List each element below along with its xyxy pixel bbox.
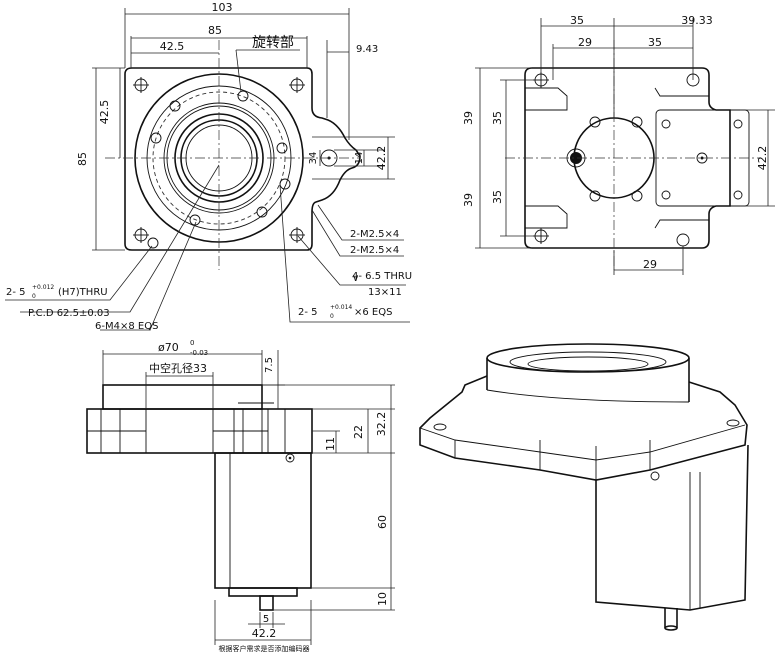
rotating-part-label: 旋转部: [252, 35, 294, 51]
callout-h7-suffix: (H7)THRU: [58, 287, 108, 298]
dim-7-5: 7.5: [264, 357, 275, 373]
dim-10: 10: [376, 592, 389, 606]
dim-22: 22: [352, 425, 365, 439]
callout-thru-b: 13×11: [368, 287, 402, 298]
callout-h7-sub: 0: [32, 293, 36, 300]
dia-sub: -0.03: [190, 349, 208, 357]
dim-39-lower: 39: [462, 193, 475, 207]
callout-fit-prefix: 2- 5: [298, 307, 318, 318]
depth-symbol: ∨: [352, 273, 359, 284]
dim-35-upper: 35: [491, 111, 504, 125]
dim-32-2: 32.2: [375, 412, 388, 437]
hollow-bore-label: 中空孔径33: [149, 361, 207, 375]
dim-103: 103: [212, 1, 233, 14]
callout-h7-sup: +0.012: [32, 284, 54, 291]
isometric-view: [419, 343, 749, 631]
dia-70: ø70: [158, 341, 179, 354]
dia-sup: 0: [190, 339, 194, 347]
dim-42-2-front: 42.2: [375, 146, 388, 171]
dim-14: 14: [354, 152, 365, 165]
dim-85-top: 85: [208, 24, 222, 37]
callout-pcd: P.C.D 62.5±0.03: [28, 308, 110, 319]
rear-view-labels: 35 39.33 29 35 39 35 39 35 42.2 29: [462, 14, 769, 271]
dim-42-2-rear: 42.2: [756, 146, 769, 171]
callout-m2-5-b: 2-M2.5×4: [350, 245, 399, 256]
dim-60: 60: [376, 515, 389, 529]
rear-view-dimensions: [475, 18, 775, 275]
dim-11: 11: [324, 437, 337, 451]
dim-34: 34: [308, 152, 319, 165]
callout-fit-sub: 0: [330, 313, 334, 320]
dim-29-rear-bottom: 29: [643, 258, 657, 271]
dim-85-left: 85: [76, 152, 89, 166]
dim-42-2-side: 42.2: [252, 627, 277, 640]
front-view-labels: 103 85 42.5 旋转部 9.43 42.5 85 34 14 42.2 …: [6, 1, 412, 332]
callout-m2-5-a: 2-M2.5×4: [350, 229, 399, 240]
encoder-note: 根据客户需求是否添加编码器: [219, 644, 310, 653]
dim-39-33: 39.33: [681, 14, 713, 27]
callout-h7-prefix: 2- 5: [6, 287, 26, 298]
front-view-dimensions: [5, 8, 410, 331]
dim-39-upper: 39: [462, 111, 475, 125]
callout-fit-suffix: ×6 EQS: [354, 307, 392, 318]
dim-42-5-left: 42.5: [98, 100, 111, 125]
dim-42-5-top: 42.5: [160, 40, 185, 53]
rear-view: [505, 40, 760, 270]
dim-29-rear-top: 29: [578, 36, 592, 49]
callout-thru-a: 4- 6.5 THRU: [352, 271, 412, 282]
dim-35-lower: 35: [491, 190, 504, 204]
dim-5: 5: [263, 614, 269, 625]
dim-35-rear-top: 35: [570, 14, 584, 27]
side-view-dimensions: [102, 350, 395, 645]
side-view-labels: ø70 0 -0.03 中空孔径33 7.5 32.2 22 11 60 10 …: [149, 339, 389, 653]
callout-fit-sup: +0.014: [330, 304, 352, 311]
front-view: [105, 40, 361, 270]
callout-m4: 6-M4×8 EQS: [95, 321, 158, 332]
dim-35-rear-top-b: 35: [648, 36, 662, 49]
dim-9-43: 9.43: [356, 44, 378, 55]
side-view: [86, 384, 313, 611]
